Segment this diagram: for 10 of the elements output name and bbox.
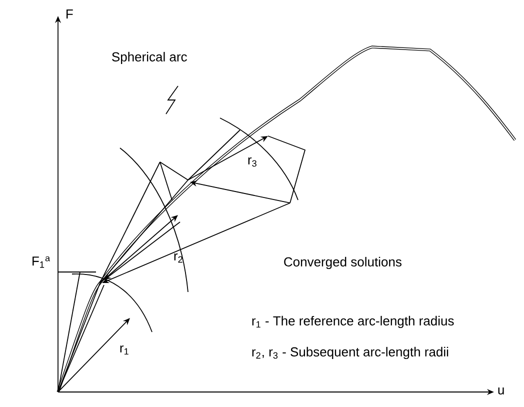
axis-label: F [66, 10, 73, 18]
radius-label: r$_{1}$ [120, 345, 128, 355]
legend-text: r$_{2}$, r$_{3}$ - Subsequent arc-length radii [252, 346, 448, 360]
axis-label: u [498, 388, 504, 394]
radius-label: r$_{2}$ [174, 253, 182, 263]
legend-text: r$_{1}$ - The reference arc-length radius [252, 316, 454, 328]
arc-label: Spherical arc [112, 52, 187, 64]
axis-value: F$_{1}$a [32, 256, 50, 268]
annotation: Converged solutions [284, 256, 402, 270]
radius-label: r$_{3}$ [248, 157, 256, 167]
